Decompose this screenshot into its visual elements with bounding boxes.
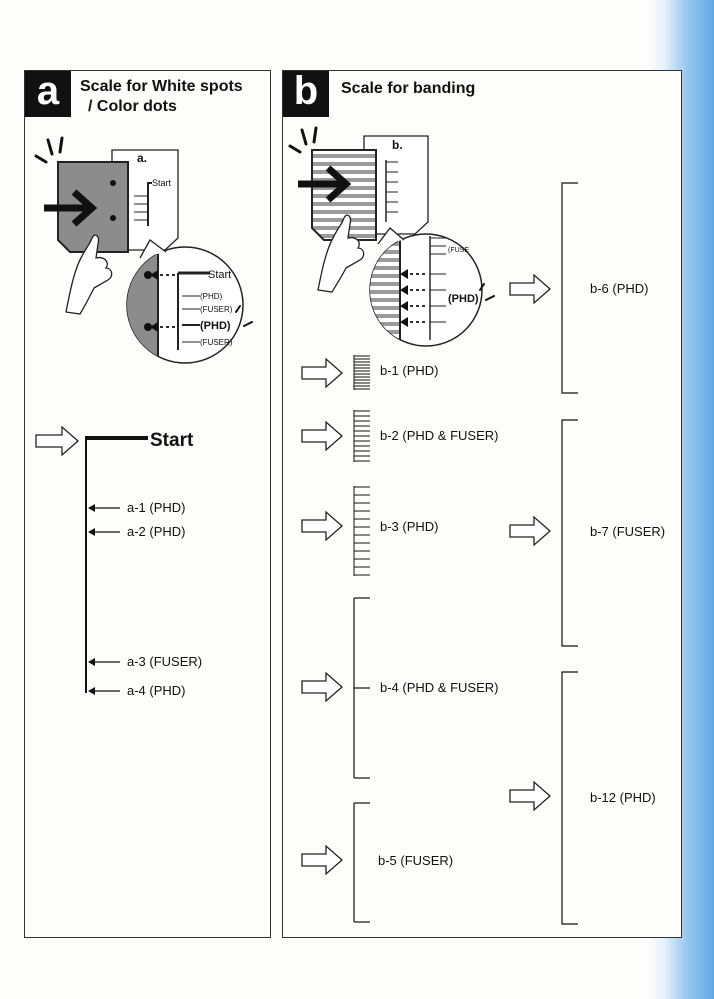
panel-a-badge: a (25, 71, 71, 117)
motion-marks-a (34, 136, 64, 164)
mark-a-3: a-3 (FUSER) (88, 654, 202, 669)
hand-icon-b (317, 214, 365, 293)
scale-b-6-label: b-6 (PHD) (590, 281, 649, 296)
scale-b-3-label: b-3 (PHD) (380, 519, 439, 534)
pointer-arrow-icon-b3 (301, 510, 343, 542)
scale-a-start: Start (150, 430, 194, 451)
scale-b-7 (561, 419, 578, 647)
insert-arrow-icon-b (298, 165, 352, 203)
mark-a-1: a-1 (PHD) (88, 500, 186, 515)
scale-b-5 (353, 802, 370, 923)
insert-arrow-icon-a (44, 189, 98, 227)
sheet-a-letter: a. (137, 151, 147, 165)
mark-a-2-label: a-2 (PHD) (127, 524, 186, 539)
pointer-arrow-icon-b4 (301, 671, 343, 703)
pointer-arrow-icon-b5 (301, 844, 343, 876)
zoom-a-fuser-1: (FUSER) (200, 305, 233, 314)
pointer-arrow-icon-b1 (301, 357, 343, 389)
panel-b-title: Scale for banding (341, 80, 476, 97)
scale-b-4 (353, 597, 370, 779)
scale-b-1-label: b-1 (PHD) (380, 363, 439, 378)
pointer-arrow-icon-a (35, 425, 79, 457)
scale-b-5-label: b-5 (FUSER) (378, 853, 453, 868)
scale-b-2 (353, 410, 370, 462)
sheet-a-start: Start (152, 178, 172, 188)
hand-icon-a (65, 234, 113, 315)
panel-b-badge: b (283, 71, 329, 117)
pointer-arrow-icon-b6 (509, 273, 551, 305)
zoom-a-phd-bold: (PHD) (200, 320, 231, 332)
scale-b-6 (561, 182, 578, 394)
scale-b-1 (353, 355, 370, 390)
scale-b-12 (561, 671, 578, 925)
panel-b-illustration: b. (288, 126, 495, 347)
scale-b-7-label: b-7 (FUSER) (590, 524, 665, 539)
panel-a-illustration: a. Start (34, 136, 253, 364)
zoom-a-phd-1: (PHD) (200, 292, 223, 301)
scale-b-12-label: b-12 (PHD) (590, 790, 656, 805)
zoom-a-fuser-2: (FUSER) (200, 338, 233, 347)
sheet-b-letter: b. (392, 138, 403, 152)
pointer-arrow-icon-b12 (509, 780, 551, 812)
mark-a-4: a-4 (PHD) (88, 683, 186, 698)
mark-a-2: a-2 (PHD) (88, 524, 186, 539)
pointer-arrow-icon-b2 (301, 420, 343, 452)
motion-marks-b (288, 126, 318, 154)
zoom-a-start: Start (208, 269, 231, 281)
mark-a-3-label: a-3 (FUSER) (127, 654, 202, 669)
panel-a-title-line1: Scale for White spots (80, 78, 243, 95)
panel-a-title-line2: / Color dots (88, 98, 177, 115)
scale-b-4-label: b-4 (PHD & FUSER) (380, 680, 498, 695)
scale-a: Start a-1 (PHD) a-2 (PHD) a-3 (FUSER) a-… (35, 425, 202, 698)
pointer-arrow-icon-b7 (509, 515, 551, 547)
scale-b-2-label: b-2 (PHD & FUSER) (380, 428, 498, 443)
zoom-b-phd: (PHD) (448, 293, 479, 305)
mark-a-4-label: a-4 (PHD) (127, 683, 186, 698)
scale-b-3 (353, 486, 370, 576)
mark-a-1-label: a-1 (PHD) (127, 500, 186, 515)
zoom-b-fuser: (FUSE (448, 247, 469, 254)
